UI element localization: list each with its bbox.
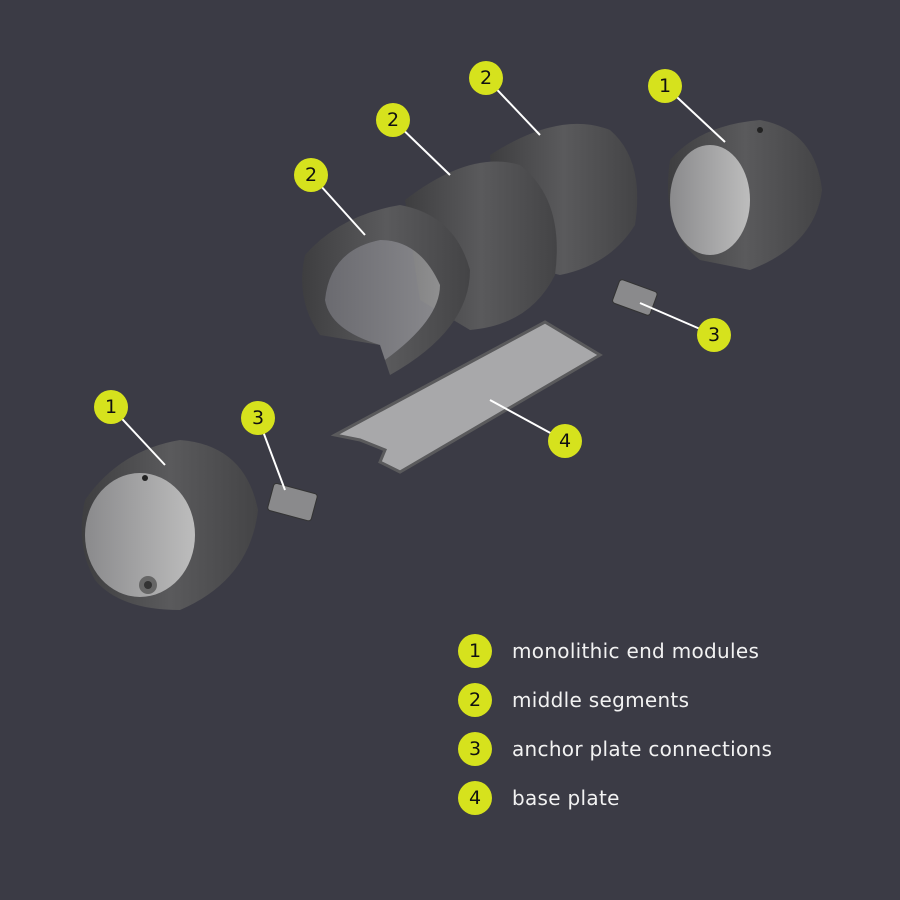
base-plate <box>330 320 603 474</box>
legend-item: 3 anchor plate connections <box>458 724 772 773</box>
anchor-plate-left <box>267 482 318 522</box>
callout-1-right: 1 <box>648 69 682 103</box>
svg-text:3: 3 <box>708 324 720 346</box>
legend-label: monolithic end modules <box>512 638 760 663</box>
middle-segment-1 <box>302 205 470 375</box>
callout-4: 4 <box>548 424 582 458</box>
legend: 1 monolithic end modules 2 middle segmen… <box>458 626 772 822</box>
legend-item: 2 middle segments <box>458 675 772 724</box>
legend-label: base plate <box>512 785 620 810</box>
legend-item: 1 monolithic end modules <box>458 626 772 675</box>
svg-text:3: 3 <box>252 407 264 429</box>
end-module-right <box>668 120 822 270</box>
svg-text:2: 2 <box>387 109 399 131</box>
svg-text:1: 1 <box>659 75 671 97</box>
legend-badge: 3 <box>458 731 492 766</box>
svg-text:2: 2 <box>305 164 317 186</box>
legend-badge: 2 <box>458 682 492 717</box>
svg-text:1: 1 <box>105 396 117 418</box>
callout-1-left: 1 <box>94 390 128 424</box>
callout-2-c: 2 <box>469 61 503 95</box>
callout-2-a: 2 <box>294 158 328 192</box>
svg-text:2: 2 <box>480 67 492 89</box>
anchor-plate-right <box>612 279 658 316</box>
callout-2-b: 2 <box>376 103 410 137</box>
legend-label: anchor plate connections <box>512 736 773 761</box>
legend-item: 4 base plate <box>458 773 772 822</box>
callout-3-right: 3 <box>697 318 731 352</box>
svg-text:4: 4 <box>559 430 571 452</box>
end-module-left <box>81 440 259 610</box>
callout-3-left: 3 <box>241 401 275 435</box>
legend-badge: 4 <box>458 780 492 815</box>
legend-badge: 1 <box>458 633 492 668</box>
legend-label: middle segments <box>512 687 690 712</box>
